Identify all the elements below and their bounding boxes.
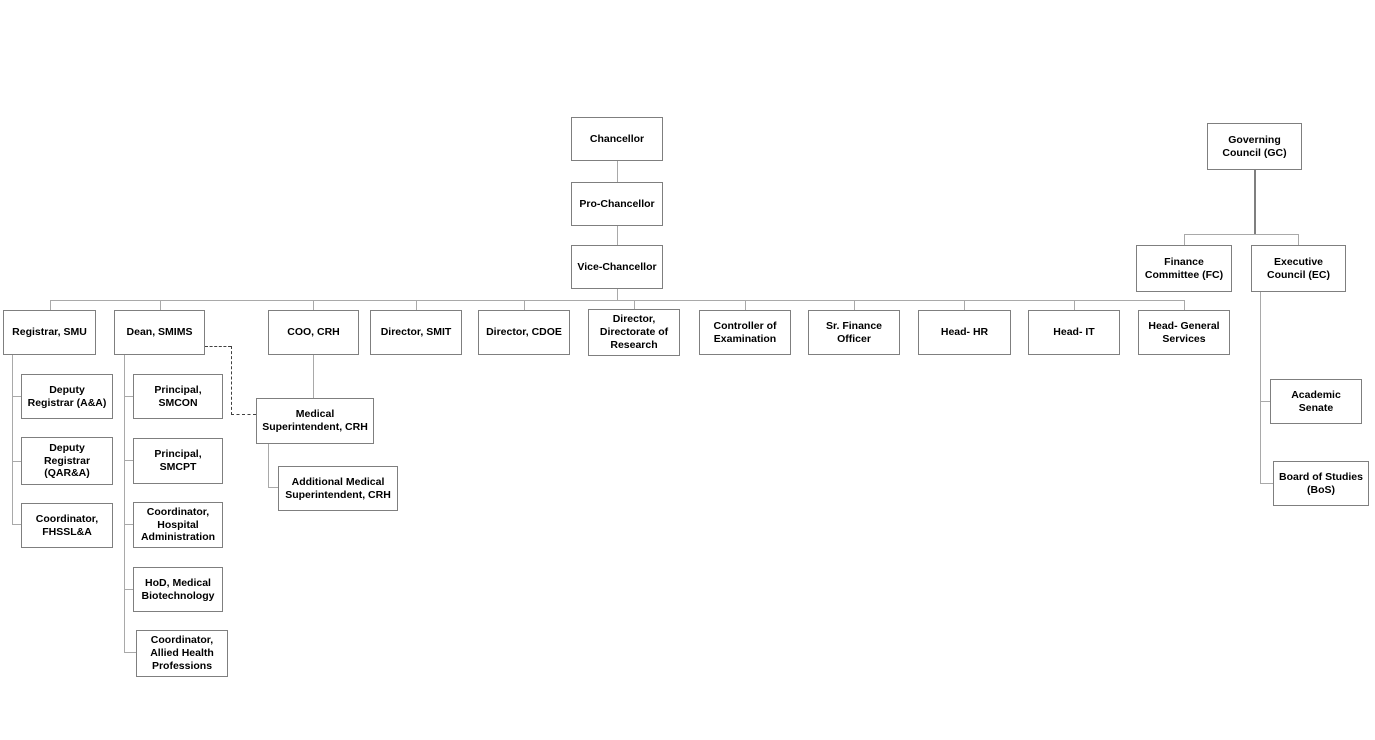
org-box-label: Vice-Chancellor bbox=[577, 260, 657, 273]
org-box-director-smit: Director, SMIT bbox=[370, 310, 462, 355]
org-box-coo-crh: COO, CRH bbox=[268, 310, 359, 355]
org-box-label: Head- HR bbox=[940, 326, 989, 339]
org-box-director-directorate-of-research: Director, Directorate of Research bbox=[588, 309, 680, 356]
org-box-label: Pro-Chancellor bbox=[579, 197, 655, 210]
connector-line bbox=[1298, 234, 1299, 245]
org-box-label: Director, SMIT bbox=[380, 326, 452, 339]
org-box-label: Director, Directorate of Research bbox=[599, 313, 669, 351]
org-box-label: Additional Medical Superintendent, CRH bbox=[285, 475, 391, 501]
org-box-governing-council: Governing Council (GC) bbox=[1207, 123, 1302, 170]
org-box-executive-council: Executive Council (EC) bbox=[1251, 245, 1346, 292]
org-box-label: Head- IT bbox=[1053, 326, 1095, 339]
org-box-vice-chancellor: Vice-Chancellor bbox=[571, 245, 663, 289]
connector-line bbox=[1260, 401, 1270, 402]
connector-line bbox=[634, 300, 635, 310]
connector-line bbox=[50, 300, 51, 310]
org-box-label: Director, CDOE bbox=[486, 326, 562, 339]
org-box-coordinator-allied-health: Coordinator, Allied Health Professions bbox=[136, 630, 228, 677]
connector-line bbox=[124, 652, 137, 653]
org-box-board-of-studies: Board of Studies (BoS) bbox=[1273, 461, 1369, 506]
dashed-connector-line bbox=[231, 346, 232, 415]
connector-line bbox=[124, 396, 133, 397]
org-box-coordinator-fhssla: Coordinator, FHSSL&A bbox=[21, 503, 113, 548]
org-box-principal-smcon: Principal, SMCON bbox=[133, 374, 223, 419]
org-box-label: Coordinator, Hospital Administration bbox=[140, 505, 216, 544]
connector-line bbox=[313, 355, 314, 398]
connector-line bbox=[124, 460, 133, 461]
org-box-label: Governing Council (GC) bbox=[1222, 133, 1287, 159]
org-box-sr-finance-officer: Sr. Finance Officer bbox=[808, 310, 900, 355]
connector-line bbox=[416, 300, 417, 310]
connector-line bbox=[12, 396, 21, 397]
org-box-chancellor: Chancellor bbox=[571, 117, 663, 161]
org-box-label: Controller of Examination bbox=[713, 319, 777, 345]
org-box-registrar-smu: Registrar, SMU bbox=[3, 310, 96, 355]
org-box-label: Deputy Registrar (A&A) bbox=[27, 383, 107, 409]
org-box-label: Academic Senate bbox=[1291, 388, 1341, 414]
org-box-label: Finance Committee (FC) bbox=[1144, 255, 1224, 281]
org-box-label: Head- General Services bbox=[1148, 319, 1220, 345]
org-box-label: Medical Superintendent, CRH bbox=[262, 408, 368, 433]
connector-line bbox=[854, 300, 855, 310]
org-box-label: Principal, SMCON bbox=[154, 383, 202, 409]
dashed-connector-line bbox=[205, 346, 231, 347]
connector-line bbox=[617, 161, 618, 182]
org-box-additional-medical-superintendent-crh: Additional Medical Superintendent, CRH bbox=[278, 466, 398, 511]
connector-line bbox=[1260, 292, 1261, 483]
connector-line bbox=[745, 300, 746, 310]
org-box-academic-senate: Academic Senate bbox=[1270, 379, 1362, 424]
org-box-label: Deputy Registrar (QAR&A) bbox=[43, 441, 91, 480]
connector-line bbox=[12, 524, 21, 525]
connector-line bbox=[1260, 483, 1273, 484]
dashed-connector-line bbox=[231, 414, 256, 415]
org-box-controller-of-examination: Controller of Examination bbox=[699, 310, 791, 355]
org-box-head-general-services: Head- General Services bbox=[1138, 310, 1230, 355]
connector-line bbox=[617, 226, 618, 245]
connector-line bbox=[1254, 170, 1256, 235]
org-box-finance-committee: Finance Committee (FC) bbox=[1136, 245, 1232, 292]
org-box-label: Board of Studies (BoS) bbox=[1278, 470, 1363, 496]
connector-line bbox=[313, 300, 314, 310]
org-box-label: Registrar, SMU bbox=[12, 326, 87, 339]
connector-line bbox=[964, 300, 965, 310]
connector-line bbox=[50, 300, 1184, 301]
connector-line bbox=[12, 355, 13, 525]
org-box-label: COO, CRH bbox=[287, 326, 340, 339]
connector-line bbox=[524, 300, 525, 310]
org-box-principal-smcpt: Principal, SMCPT bbox=[133, 438, 223, 484]
org-box-head-hr: Head- HR bbox=[918, 310, 1011, 355]
org-box-label: Dean, SMIMS bbox=[126, 326, 193, 339]
org-box-dean-smims: Dean, SMIMS bbox=[114, 310, 205, 355]
org-box-deputy-registrar-qara: Deputy Registrar (QAR&A) bbox=[21, 437, 113, 485]
connector-line bbox=[12, 461, 21, 462]
connector-line bbox=[617, 289, 618, 301]
connector-line bbox=[124, 355, 125, 653]
org-box-label: Coordinator, FHSSL&A bbox=[35, 512, 99, 538]
org-box-label: Chancellor bbox=[589, 132, 645, 145]
connector-line bbox=[1184, 234, 1185, 245]
org-box-label: Sr. Finance Officer bbox=[825, 319, 883, 345]
connector-line bbox=[124, 589, 133, 590]
org-box-label: HoD, Medical Biotechnology bbox=[141, 576, 215, 602]
org-box-deputy-registrar-aa: Deputy Registrar (A&A) bbox=[21, 374, 113, 419]
org-box-hod-medical-biotechnology: HoD, Medical Biotechnology bbox=[133, 567, 223, 612]
org-box-label: Principal, SMCPT bbox=[154, 448, 202, 473]
org-box-pro-chancellor: Pro-Chancellor bbox=[571, 182, 663, 226]
org-box-director-cdoe: Director, CDOE bbox=[478, 310, 570, 355]
connector-line bbox=[1184, 234, 1298, 235]
org-box-coordinator-hospital-administration: Coordinator, Hospital Administration bbox=[133, 502, 223, 548]
connector-line bbox=[124, 524, 133, 525]
connector-line bbox=[1074, 300, 1075, 310]
connector-line bbox=[268, 444, 269, 488]
connector-line bbox=[268, 487, 278, 488]
org-box-medical-superintendent-crh: Medical Superintendent, CRH bbox=[256, 398, 374, 444]
connector-line bbox=[160, 300, 161, 310]
connector-line bbox=[1184, 300, 1185, 310]
org-box-label: Coordinator, Allied Health Professions bbox=[150, 634, 214, 672]
org-box-label: Executive Council (EC) bbox=[1267, 255, 1330, 281]
org-box-head-it: Head- IT bbox=[1028, 310, 1120, 355]
